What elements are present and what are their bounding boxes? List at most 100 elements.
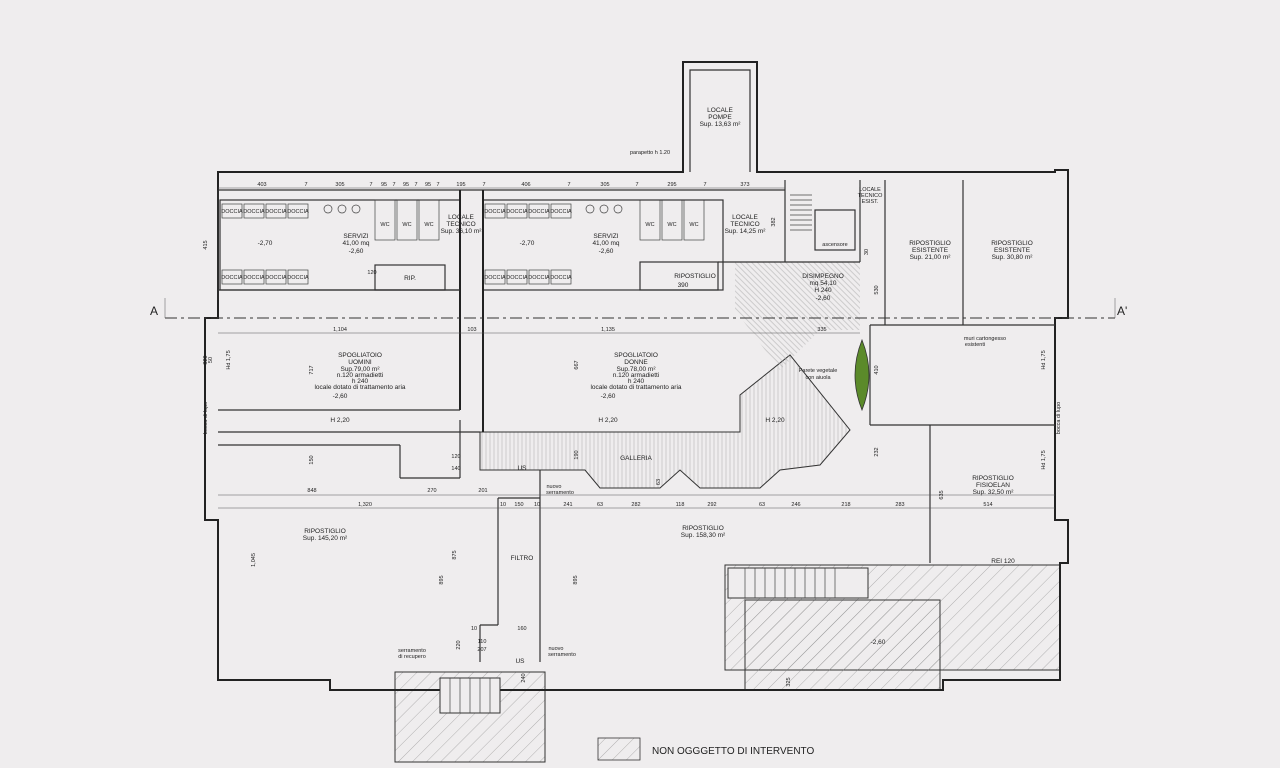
- svg-text:390: 390: [678, 282, 689, 289]
- hd-label: Hd 1,75: [1041, 450, 1047, 469]
- wc-labels: WC WC WC WC WC WC: [380, 222, 698, 228]
- svg-text:DOCCIA: DOCCIA: [484, 209, 506, 215]
- svg-text:h 240: h 240: [628, 378, 645, 385]
- ripostiglio-esistente-1-label: RIPOSTIGLIO ESISTENTE Sup. 21,00 m²: [909, 240, 951, 261]
- dim-label: 1,045: [251, 553, 257, 567]
- svg-text:-2,70: -2,70: [258, 240, 273, 247]
- parete-vegetale-label: Parete vegetale con aiuola: [799, 368, 838, 381]
- muri-cartongesso-label: muri cartongesso esistenti: [964, 336, 1006, 348]
- section-label-right: A': [1117, 304, 1127, 318]
- hd-label: Hd 1,75: [1041, 350, 1047, 369]
- dim-label: 207: [477, 647, 486, 653]
- svg-text:locale dotato di trattamento a: locale dotato di trattamento aria: [590, 384, 681, 391]
- svg-text:RIPOSTIGLIO: RIPOSTIGLIO: [991, 240, 1033, 247]
- svg-text:Sup. 158,30 m²: Sup. 158,30 m²: [681, 532, 726, 539]
- svg-text:WC: WC: [424, 222, 433, 228]
- dim-label: 7: [436, 182, 439, 188]
- level-label: -2,60: [871, 639, 886, 646]
- dim-label: 240: [521, 673, 527, 682]
- height-label: H 2,20: [598, 417, 618, 424]
- dim-label: 63: [656, 479, 662, 485]
- bocca-di-lupo-label-left: bocca di lupo: [203, 402, 209, 434]
- servizi-2-label: SERVIZI 41,00 mq -2,60 -2,70: [520, 233, 620, 255]
- wc-stalls-1: [374, 199, 440, 241]
- ripostiglio-158-label: RIPOSTIGLIO Sup. 158,30 m²: [681, 525, 726, 539]
- svg-text:POMPE: POMPE: [708, 114, 732, 121]
- svg-text:TECNICO: TECNICO: [446, 221, 475, 228]
- hatch-zone-sub: [744, 599, 941, 691]
- dim-label: 110: [478, 639, 487, 645]
- dim-label: 7: [567, 182, 570, 188]
- svg-text:SERVIZI: SERVIZI: [593, 233, 618, 240]
- dim-label: 190: [574, 450, 580, 459]
- svg-text:RIPOSTIGLIO: RIPOSTIGLIO: [304, 528, 346, 535]
- dim-label: 10: [471, 626, 477, 632]
- dim-label: 373: [740, 182, 749, 188]
- svg-text:ESISTENTE: ESISTENTE: [912, 247, 949, 254]
- hd-label: Hd 1,75: [226, 350, 232, 369]
- dim-label: 50: [208, 357, 214, 363]
- legend-label: NON OGGGETTO DI INTERVENTO: [652, 746, 814, 757]
- dim-label: 7: [304, 182, 307, 188]
- dim-label: 895: [573, 575, 579, 584]
- svg-text:ESIST.: ESIST.: [862, 199, 879, 205]
- galleria-label: GALLERIA: [620, 455, 652, 462]
- dim-label: 30: [864, 249, 870, 255]
- svg-text:DOCCIA: DOCCIA: [243, 275, 265, 281]
- servizi-1-label: SERVIZI 41,00 mq -2,60 -2,70: [258, 233, 370, 255]
- svg-text:Sup. 30,80 m²: Sup. 30,80 m²: [992, 254, 1034, 261]
- svg-text:RIPOSTIGLIO: RIPOSTIGLIO: [909, 240, 951, 247]
- rip-label: RIP.: [404, 275, 416, 282]
- svg-text:TECNICO: TECNICO: [858, 193, 883, 199]
- dim-label: 325: [786, 677, 792, 686]
- dim-label: 295: [667, 182, 676, 188]
- disimpegno-label: DISIMPEGNO mq 54,10 H 240 -2,60: [802, 273, 844, 302]
- dim-label: 160: [517, 626, 526, 632]
- dim-label: 220: [456, 640, 462, 649]
- dim-label: 270: [427, 488, 436, 494]
- svg-text:-2,60: -2,60: [349, 248, 364, 255]
- svg-text:WC: WC: [645, 222, 654, 228]
- nuovo-serramento-label-2: nuovo serramento: [548, 646, 576, 658]
- svg-text:WC: WC: [402, 222, 411, 228]
- dim-label: 305: [335, 182, 344, 188]
- dim-label: 7: [635, 182, 638, 188]
- svg-text:RIPOSTIGLIO: RIPOSTIGLIO: [674, 273, 716, 280]
- svg-text:esistenti: esistenti: [965, 342, 985, 348]
- parapetto-label: parapetto h 1.20: [630, 150, 670, 156]
- dims-row2: 848 270 201 10 150 10 241 63 282 118 292…: [307, 488, 992, 508]
- svg-text:DONNE: DONNE: [624, 359, 648, 366]
- spogliatoio-donne-label: SPOGLIATOIO DONNE Sup.78,00 m² n.120 arm…: [590, 352, 681, 400]
- svg-text:serramento: serramento: [398, 648, 426, 654]
- dim-label: 282: [631, 502, 640, 508]
- svg-text:di recupero: di recupero: [398, 654, 426, 660]
- dim-label: 7: [414, 182, 417, 188]
- svg-text:Sup.79,00 m²: Sup.79,00 m²: [340, 366, 380, 373]
- svg-text:Sup. 145,20 m²: Sup. 145,20 m²: [303, 535, 348, 542]
- dim-label: 406: [521, 182, 530, 188]
- svg-text:con aiuola: con aiuola: [805, 375, 831, 381]
- svg-text:DOCCIA: DOCCIA: [528, 209, 550, 215]
- dim-label: 7: [482, 182, 485, 188]
- svg-text:mq 54,10: mq 54,10: [809, 280, 836, 287]
- svg-text:LOCALE: LOCALE: [448, 214, 474, 221]
- stair-lower-right: [727, 567, 869, 599]
- height-label: H 2,20: [765, 417, 785, 424]
- svg-text:41,00 mq: 41,00 mq: [592, 240, 619, 247]
- svg-text:WC: WC: [667, 222, 676, 228]
- svg-text:WC: WC: [380, 222, 389, 228]
- svg-text:Parete vegetale: Parete vegetale: [799, 368, 838, 374]
- svg-text:DOCCIA: DOCCIA: [528, 275, 550, 281]
- dim-label: 232: [874, 447, 880, 456]
- svg-text:DOCCIA: DOCCIA: [221, 209, 243, 215]
- svg-text:serramento: serramento: [546, 490, 574, 496]
- disimpegno-floor: [735, 262, 860, 370]
- sinks-1: [323, 204, 361, 214]
- svg-text:Sup. 36,10 m²: Sup. 36,10 m²: [441, 228, 483, 235]
- locale-tecnico-1-label: LOCALE TECNICO Sup. 36,10 m²: [441, 214, 483, 235]
- dim-label: 7: [392, 182, 395, 188]
- dim-label: 292: [707, 502, 716, 508]
- section-label-left: A: [150, 304, 158, 318]
- svg-text:WC: WC: [689, 222, 698, 228]
